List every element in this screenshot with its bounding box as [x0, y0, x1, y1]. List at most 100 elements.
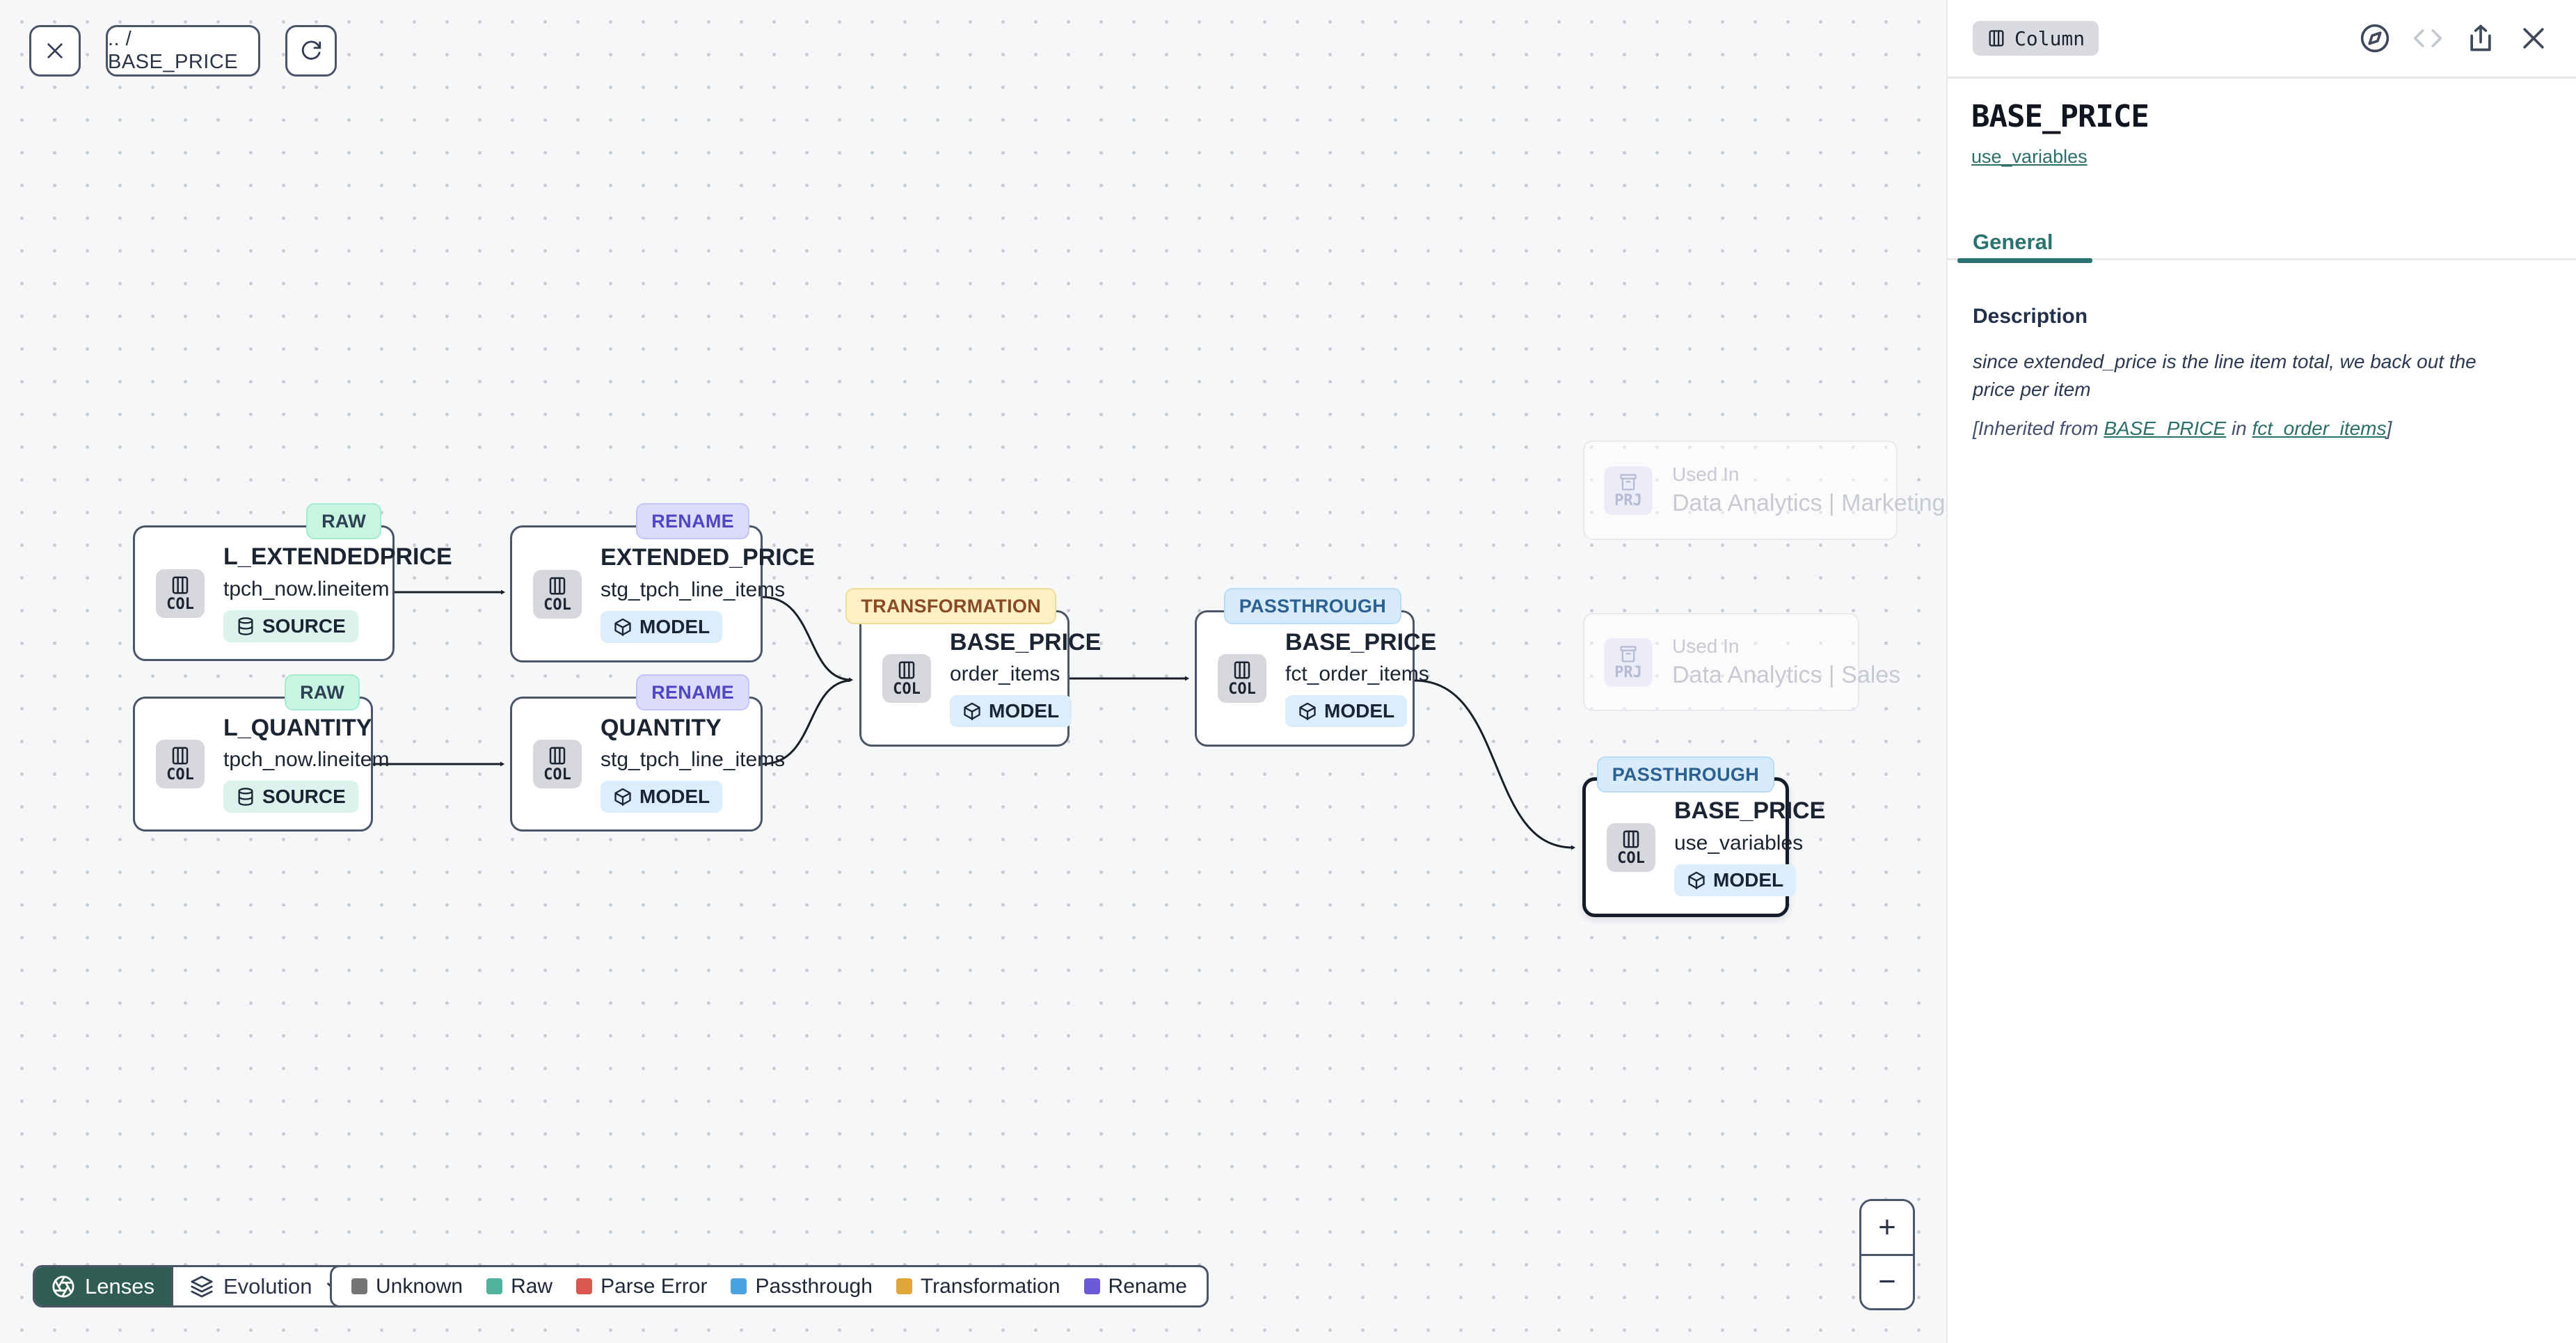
legend-label: Rename [1108, 1274, 1187, 1298]
legend-label: Passthrough [755, 1274, 873, 1298]
column-icon: COL [1607, 823, 1655, 872]
column-node[interactable]: PASSTHROUGH COL BASE_PRICE fct_order_ite… [1195, 588, 1436, 747]
node-model-name: use_variables [1674, 831, 1804, 855]
node-title: L_EXTENDEDPRICE [223, 543, 452, 571]
inherited-suffix: ] [2386, 418, 2392, 439]
column-node[interactable]: PASSTHROUGH COL BASE_PRICE use_variables… [1582, 756, 1825, 917]
lineage-edges [373, 0, 1946, 1343]
node-model-name: order_items [950, 662, 1060, 686]
breadcrumb-label: .. / BASE_PRICE [108, 28, 239, 73]
column-icon: COL [1218, 654, 1266, 703]
used-in-label: Used In [1672, 463, 1740, 485]
lenses-button[interactable]: Lenses [35, 1267, 171, 1305]
zoom-in-button[interactable]: + [1861, 1201, 1913, 1256]
legend-item: Unknown [351, 1275, 463, 1298]
legend-swatch [576, 1278, 593, 1294]
description-text: since extended_price is the line item to… [1973, 351, 2476, 400]
legend-item: Rename [1083, 1274, 1187, 1298]
column-node[interactable]: TRANSFORMATION COL BASE_PRICE order_item… [845, 588, 1101, 747]
column-icon: COL [156, 569, 205, 618]
inherited-model-link[interactable]: fct_order_items [2252, 418, 2387, 439]
description-heading: Description [1973, 305, 2088, 328]
column-node[interactable]: RENAME COL QUANTITY stg_tpch_line_items … [510, 674, 785, 832]
layers-icon [191, 1275, 213, 1298]
database-icon [238, 788, 253, 806]
close-lineage-button[interactable] [29, 25, 81, 77]
model-link[interactable]: use_variables [1971, 146, 2088, 167]
lens-controls: Lenses Evolution [33, 1265, 365, 1308]
zoom-out-button[interactable]: − [1861, 1255, 1913, 1308]
lens-mode-label: Evolution [223, 1273, 312, 1298]
entity-type-chip: Column [1973, 21, 2099, 56]
legend-item: Parse Error [576, 1275, 707, 1298]
column-node[interactable]: RENAME COL EXTENDED_PRICE stg_tpch_line_… [510, 503, 815, 662]
node-title: BASE_PRICE [950, 628, 1102, 655]
cube-icon [964, 702, 980, 721]
legend-label: Parse Error [601, 1274, 708, 1298]
column-icon: COL [533, 740, 582, 788]
edge-fctorderitems-usevariables [1414, 679, 1573, 848]
view-code-button[interactable] [2410, 21, 2445, 56]
tab-general[interactable]: General [1973, 224, 2053, 260]
node-title: QUANTITY [601, 714, 722, 741]
panel-actions [2358, 21, 2551, 56]
used-in-label: Used In [1672, 635, 1740, 657]
share-button[interactable] [2463, 21, 2498, 56]
close-icon [47, 43, 63, 58]
lineage-canvas[interactable]: .. / BASE_PRICE RAW COL L_EXTENDEDPRICE … [0, 0, 1946, 1343]
node-kind-chip: SOURCE [223, 610, 358, 642]
lineage-type-badge: RAW [285, 674, 360, 710]
details-panel: Column BASE_PRICE use_variables [1946, 0, 2576, 1343]
node-model-name: stg_tpch_line_items [601, 748, 786, 772]
refresh-button[interactable] [285, 25, 337, 77]
close-icon [2523, 28, 2544, 49]
breadcrumb[interactable]: .. / BASE_PRICE [106, 25, 260, 77]
legend-item: Transformation [896, 1275, 1060, 1298]
explore-button[interactable] [2358, 21, 2392, 56]
edge-quantity-orderitems [762, 679, 851, 765]
legend-swatch [486, 1278, 503, 1294]
lenses-label: Lenses [85, 1273, 154, 1298]
legend-label: Transformation [920, 1274, 1060, 1298]
cube-icon [1299, 702, 1316, 721]
project-icon: PRJ [1604, 466, 1653, 515]
used-in-node[interactable]: PRJ Used In Data Analytics | Sales [1583, 613, 1900, 711]
lineage-type-badge: PASSTHROUGH [1596, 756, 1774, 793]
legend-item: Raw [486, 1275, 552, 1298]
refresh-icon [301, 40, 321, 60]
used-in-project: Data Analytics | Sales [1672, 662, 1901, 688]
minus-icon: − [1878, 1264, 1896, 1299]
lineage-type-badge: RENAME [636, 503, 749, 539]
cube-icon [1688, 871, 1705, 889]
column-icon: COL [156, 740, 205, 788]
share-icon [2470, 24, 2491, 51]
lens-legend: Unknown Raw Parse Error Passthrough Transfor… [330, 1265, 1209, 1308]
lineage-type-badge: PASSTHROUGH [1223, 588, 1401, 624]
legend-swatch [731, 1278, 747, 1294]
cube-icon [614, 788, 631, 806]
node-kind-chip: MODEL [601, 610, 723, 643]
cube-icon [614, 618, 631, 636]
lineage-type-badge: RAW [306, 503, 381, 539]
used-in-node[interactable]: PRJ Used In Data Analytics | Marketing [1583, 440, 1945, 540]
node-title: BASE_PRICE [1285, 628, 1437, 655]
node-title: L_QUANTITY [223, 714, 372, 741]
legend-label: Raw [511, 1274, 553, 1298]
panel-tabs: General [1948, 224, 2576, 263]
aperture-icon [52, 1275, 74, 1298]
panel-title: BASE_PRICE [1971, 99, 2149, 134]
column-icon: COL [882, 654, 931, 703]
column-node[interactable]: RAW COL L_QUANTITY tpch_now.lineitem SOU… [133, 674, 389, 832]
entity-type-label: Column [2014, 26, 2085, 50]
column-icon: COL [533, 569, 582, 619]
panel-model-link-row: use_variables [1971, 146, 2088, 168]
close-panel-button[interactable] [2516, 21, 2551, 56]
node-title: BASE_PRICE [1674, 797, 1826, 825]
column-node[interactable]: RAW COL L_EXTENDEDPRICE tpch_now.lineite… [133, 503, 452, 661]
legend-swatch [1083, 1278, 1100, 1294]
node-kind-chip: MODEL [601, 781, 723, 813]
inherited-prefix: [Inherited from [1973, 418, 2104, 439]
node-model-name: stg_tpch_line_items [601, 578, 786, 601]
inherited-column-link[interactable]: BASE_PRICE [2104, 418, 2227, 439]
